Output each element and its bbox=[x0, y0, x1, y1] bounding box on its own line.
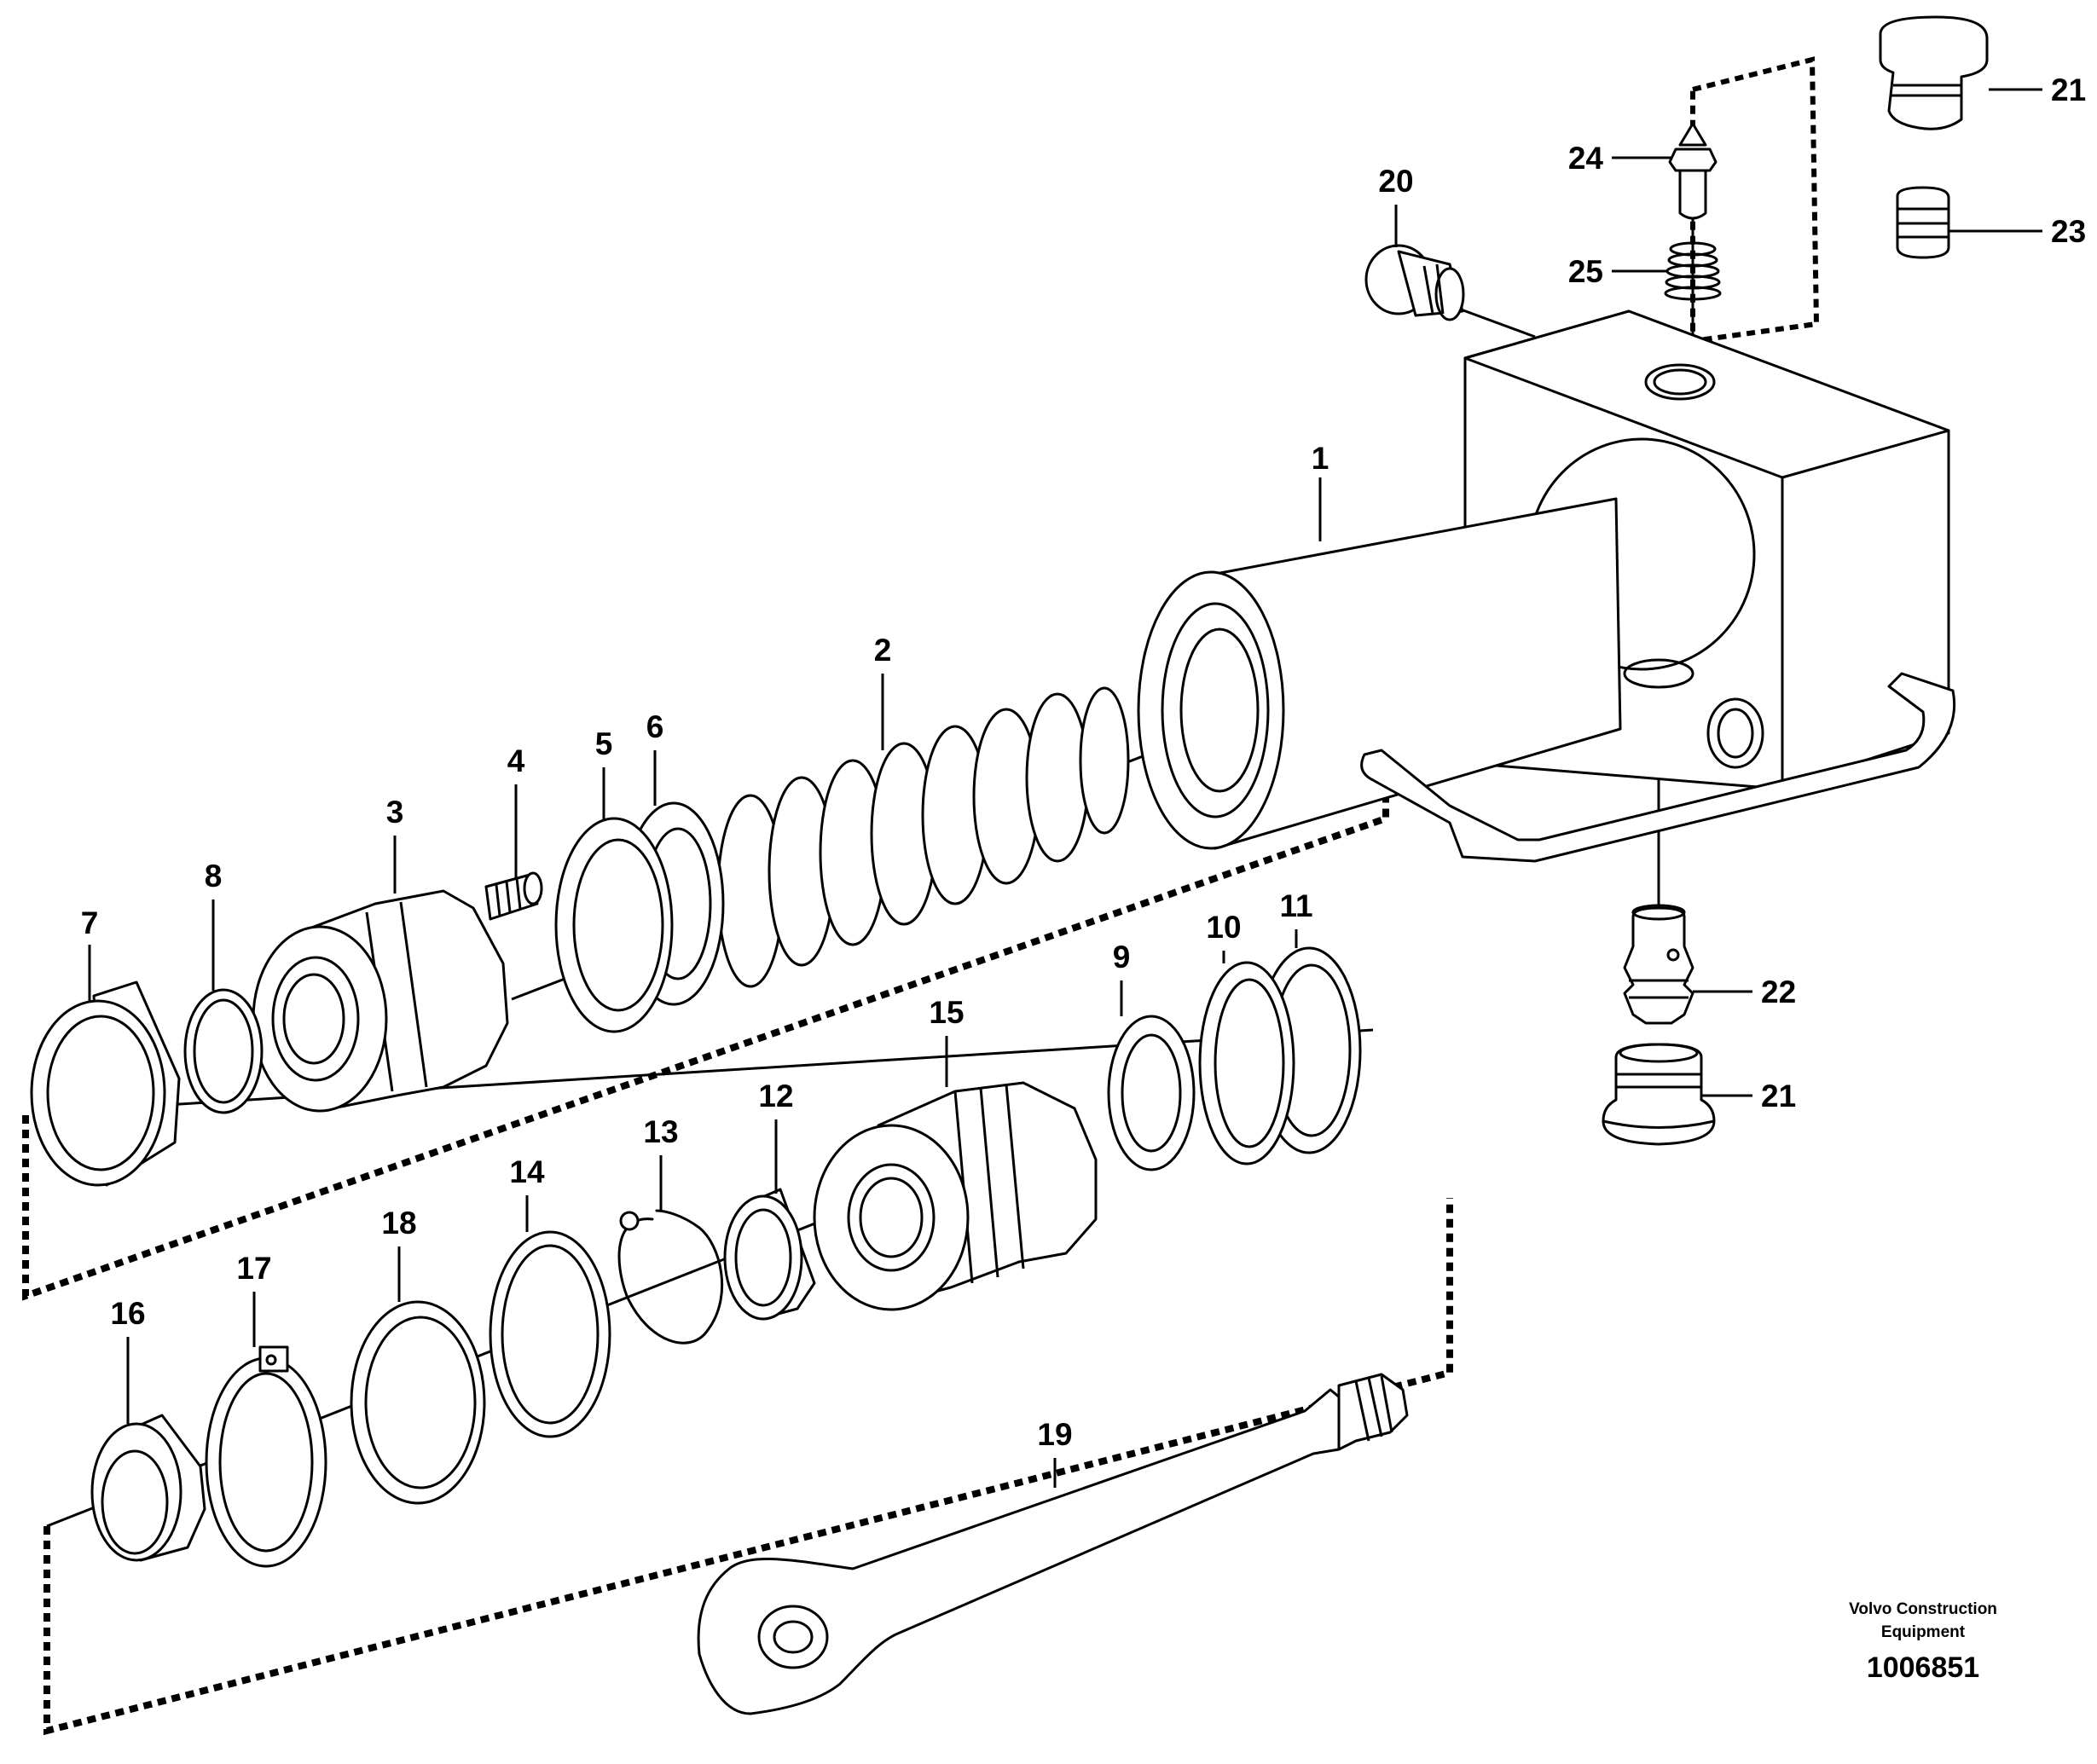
callout-23: 23 bbox=[2051, 214, 2086, 249]
callout-11: 11 bbox=[1279, 888, 1312, 923]
back-up-ring-14 bbox=[489, 1230, 611, 1438]
circlip-17 bbox=[205, 1345, 327, 1568]
guide-ring-7 bbox=[30, 980, 181, 1187]
seat-washer-5 bbox=[554, 817, 674, 1033]
insert-23 bbox=[1896, 186, 1950, 259]
dashed-bracket-lower bbox=[43, 1198, 1453, 1736]
callout-15: 15 bbox=[929, 995, 964, 1030]
cylinder-guide bbox=[813, 1081, 1098, 1311]
callout-22: 22 bbox=[1761, 975, 1796, 1009]
callout-13: 13 bbox=[643, 1114, 678, 1149]
document-number: 1006851 bbox=[1867, 1651, 1979, 1684]
poppet-24 bbox=[1668, 122, 1718, 220]
brand-line-1: Volvo Construction bbox=[1849, 1600, 1997, 1618]
callout-17: 17 bbox=[236, 1251, 271, 1286]
plug-21-bottom bbox=[1602, 1043, 1716, 1146]
callout-14: 14 bbox=[509, 1154, 545, 1189]
callout-16: 16 bbox=[110, 1296, 145, 1331]
wiper-16 bbox=[90, 1414, 206, 1562]
seal-18 bbox=[350, 1300, 486, 1505]
callout-25: 25 bbox=[1568, 254, 1603, 289]
callout-2: 2 bbox=[874, 633, 892, 668]
valve-22 bbox=[1623, 904, 1694, 1025]
callout-24: 24 bbox=[1568, 141, 1604, 176]
callout-21-top: 21 bbox=[2051, 72, 2086, 107]
callout-18: 18 bbox=[381, 1206, 416, 1241]
leader-lines bbox=[88, 88, 2042, 1488]
callout-9: 9 bbox=[1113, 940, 1131, 975]
o-ring-8 bbox=[183, 988, 264, 1114]
callout-10: 10 bbox=[1206, 910, 1241, 945]
callout-1: 1 bbox=[1312, 441, 1329, 476]
callout-7: 7 bbox=[81, 905, 99, 940]
callout-8: 8 bbox=[205, 859, 223, 894]
callout-4: 4 bbox=[507, 743, 525, 778]
callout-6: 6 bbox=[646, 709, 664, 744]
plug-21-top bbox=[1879, 15, 1989, 130]
axis-bleed-screw bbox=[1453, 305, 1536, 338]
piston bbox=[252, 889, 509, 1113]
callout-12: 12 bbox=[758, 1079, 793, 1113]
callout-5: 5 bbox=[595, 726, 613, 761]
snap-ring-13 bbox=[617, 1209, 724, 1345]
callout-20: 20 bbox=[1378, 164, 1413, 199]
callout-21-bottom: 21 bbox=[1761, 1079, 1796, 1113]
main-spring bbox=[716, 686, 1130, 988]
callout-19: 19 bbox=[1037, 1417, 1072, 1452]
set-screw bbox=[484, 871, 543, 921]
piston-rod bbox=[697, 1373, 1409, 1715]
bleed-screw-20 bbox=[1364, 244, 1465, 321]
brand-line-2: Equipment bbox=[1881, 1623, 1966, 1641]
cylinder-housing bbox=[1137, 309, 1956, 863]
bushing-12 bbox=[723, 1188, 816, 1321]
callout-3: 3 bbox=[386, 795, 404, 830]
